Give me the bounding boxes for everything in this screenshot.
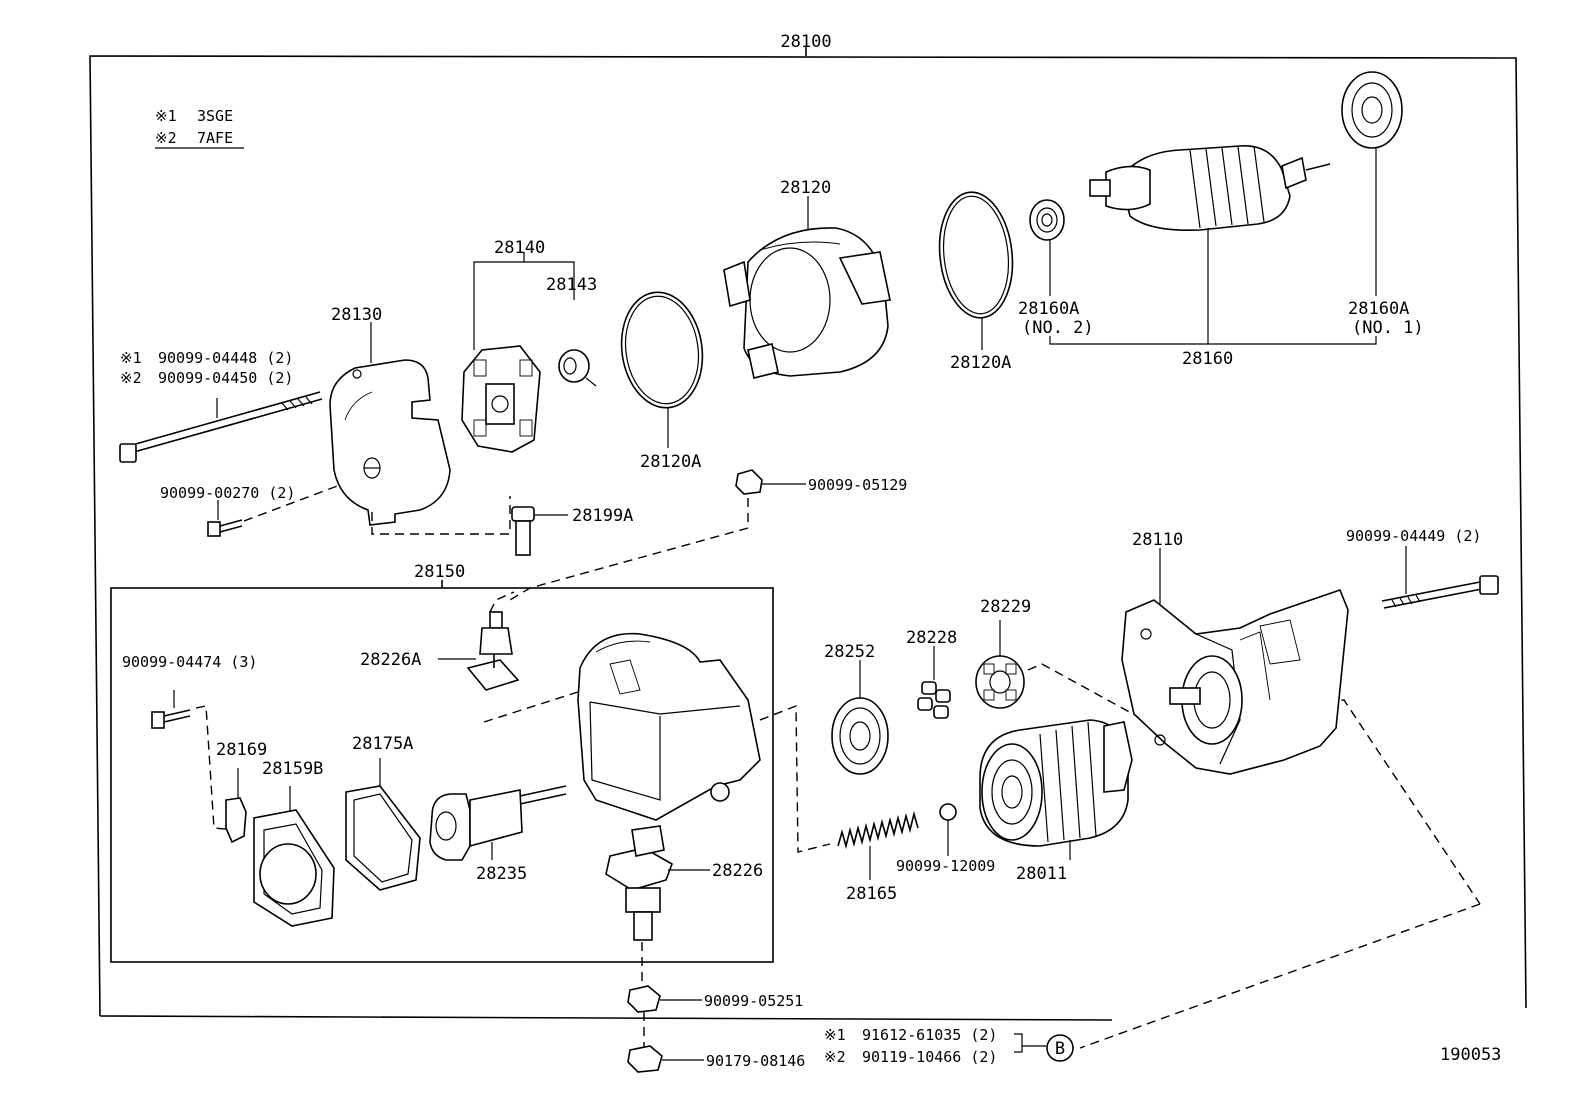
label-28160: 28160 <box>1182 349 1233 369</box>
label-28130: 28130 <box>331 305 382 325</box>
legend-text-2: 7AFE <box>197 129 233 147</box>
ball-12009 <box>939 803 957 856</box>
callout-letter: B <box>1055 1039 1065 1059</box>
clutch-28011 <box>979 719 1133 860</box>
bearing-28160A-no2 <box>1029 199 1065 296</box>
clip-28169 <box>225 768 247 844</box>
link-bracket-drive <box>759 704 831 853</box>
label-28160A-no2: 28160A <box>1018 299 1079 319</box>
o-ring-28120A-left <box>620 291 704 448</box>
armature-bracket <box>1049 228 1377 345</box>
label-28235: 28235 <box>476 864 527 884</box>
screw-04474 <box>151 690 237 831</box>
b2-mark: ※2 <box>824 1048 846 1066</box>
bolt2-number: 90099-04450 (2) <box>158 369 293 387</box>
assembly-number: 28100 <box>780 32 831 52</box>
figure-number: 190053 <box>1440 1045 1501 1065</box>
ball-12009-number: 90099-12009 <box>896 857 995 875</box>
label-28169: 28169 <box>216 740 267 760</box>
legend: ※1 3SGE ※2 7AFE <box>155 107 244 149</box>
label-28165: 28165 <box>846 884 897 904</box>
brush-holder-28140 <box>461 252 575 453</box>
housing-28110 <box>1121 548 1349 775</box>
yoke-28120 <box>723 196 891 379</box>
label-28160A-no1-note: (NO. 1) <box>1352 318 1424 338</box>
label-28175A: 28175A <box>352 734 413 754</box>
subassembly-box-28150 <box>110 580 774 963</box>
label-28011: 28011 <box>1016 864 1067 884</box>
gasket-28175A <box>345 758 421 891</box>
b2-number: 90119-10466 (2) <box>862 1048 997 1066</box>
legend-mark-2: ※2 <box>155 129 177 147</box>
terminal-28226A <box>438 591 579 723</box>
b1-mark: ※1 <box>824 1026 846 1044</box>
bolt2-mark: ※2 <box>120 369 142 387</box>
label-28160A-no2-note: (NO. 2) <box>1022 318 1094 338</box>
legend-mark-1: ※1 <box>155 107 177 125</box>
cover-28159B <box>253 786 335 927</box>
label-28229: 28229 <box>980 597 1031 617</box>
label-28199A: 28199A <box>572 506 633 526</box>
label-28228: 28228 <box>906 628 957 648</box>
nut-08146-number: 90179-08146 <box>706 1052 805 1070</box>
label-28120A-right: 28120A <box>950 353 1011 373</box>
label-28140: 28140 <box>494 238 545 258</box>
retainer-28229 <box>975 620 1481 905</box>
solenoid-housing <box>577 632 761 821</box>
label-28120: 28120 <box>780 178 831 198</box>
legend-text-1: 3SGE <box>197 107 233 125</box>
nut-05251 <box>627 985 702 1048</box>
subassembly-number: 28150 <box>414 562 465 582</box>
b1-number: 91612-61035 (2) <box>862 1026 997 1044</box>
end-cover-28130 <box>329 322 451 526</box>
screw-00270-number: 90099-00270 (2) <box>160 484 295 502</box>
label-28110: 28110 <box>1132 530 1183 550</box>
nut-05129-number: 90099-05129 <box>808 476 907 494</box>
bolt-04449 <box>1381 546 1499 609</box>
o-ring-28120A-right <box>938 191 1014 350</box>
nut-08146 <box>627 1045 704 1073</box>
bearing-28160A-no1 <box>1341 71 1403 296</box>
screw-00270 <box>207 484 341 537</box>
plunger-28235 <box>429 785 567 861</box>
nut-05129 <box>509 469 806 601</box>
nut-05251-number: 90099-05251 <box>704 992 803 1010</box>
bolt-04449-number: 90099-04449 (2) <box>1346 527 1481 545</box>
armature-28160 <box>1089 145 1331 232</box>
grommet-28199A <box>371 496 568 556</box>
label-28226A: 28226A <box>360 650 421 670</box>
label-28160A-no1: 28160A <box>1348 299 1409 319</box>
spring-28165 <box>837 810 919 880</box>
brush-spring-28143 <box>558 349 597 387</box>
bolt1-mark: ※1 <box>120 349 142 367</box>
bolt1-number: 90099-04448 (2) <box>158 349 293 367</box>
assembly-frame <box>89 46 1527 1021</box>
label-28226: 28226 <box>712 861 763 881</box>
label-28143: 28143 <box>546 275 597 295</box>
gear-28252 <box>831 660 889 775</box>
screw-04474-number: 90099-04474 (3) <box>122 653 257 671</box>
terminal-28226 <box>605 825 710 990</box>
label-28252: 28252 <box>824 642 875 662</box>
label-28159B: 28159B <box>262 759 323 779</box>
through-bolt <box>119 391 323 463</box>
label-28120A-left: 28120A <box>640 452 701 472</box>
rollers-28228 <box>917 646 951 719</box>
callout-b: B <box>1014 903 1481 1062</box>
